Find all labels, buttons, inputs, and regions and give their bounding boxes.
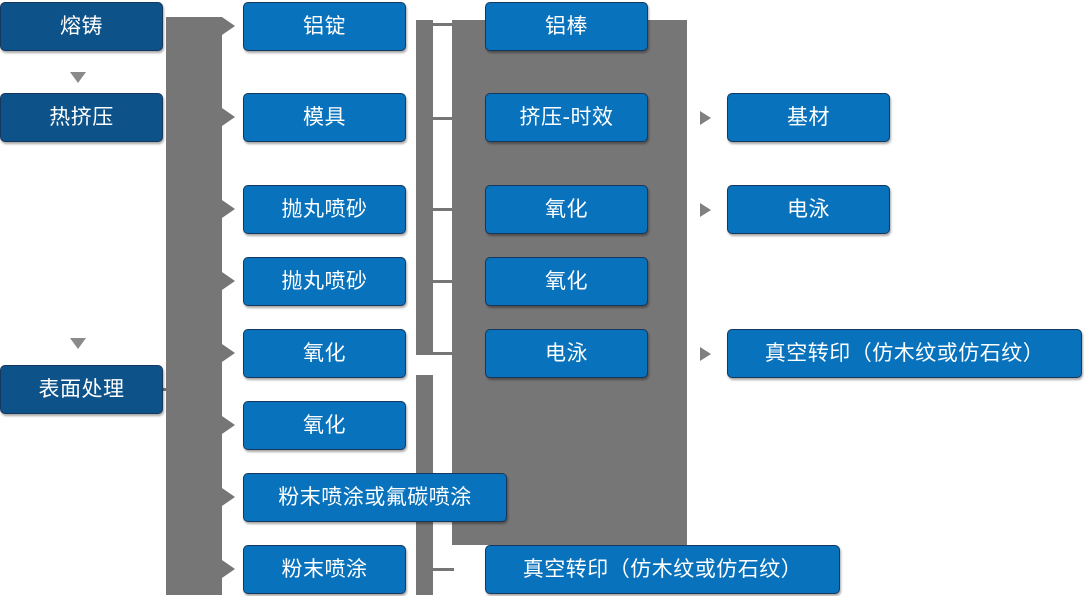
connector-surface-treatment-stub	[163, 388, 179, 391]
rung-aluminum-bar	[432, 23, 454, 26]
arrow-to-shot-blasting-2	[222, 272, 235, 290]
process-box-oxidation-2[interactable]: 氧化	[243, 401, 406, 450]
arrow-to-vacuum-transfer-output	[700, 347, 711, 361]
treatment-box-extrusion-aging[interactable]: 挤压-时效	[485, 93, 648, 142]
process-label-mold: 模具	[303, 105, 346, 129]
arrow-to-electrophoresis-output	[700, 203, 711, 217]
process-box-aluminum-ingot[interactable]: 铝锭	[243, 2, 406, 51]
output-box-base-material[interactable]: 基材	[727, 93, 890, 142]
output-box-vacuum-transfer[interactable]: 真空转印（仿木纹或仿石纹）	[727, 329, 1082, 378]
process-box-powder-or-fluorocarbon-coating[interactable]: 粉末喷涂或氟碳喷涂	[243, 473, 507, 522]
connector-bar-middle-upper	[416, 20, 433, 355]
process-box-shot-blasting-1[interactable]: 抛丸喷砂	[243, 185, 406, 234]
treatment-label-oxidation-2: 氧化	[545, 269, 588, 293]
arrow-to-oxidation-2	[222, 416, 235, 434]
process-box-mold[interactable]: 模具	[243, 93, 406, 142]
process-label-oxidation-1: 氧化	[303, 341, 346, 365]
rung-electrophoresis	[432, 352, 454, 355]
stage-label-melt-cast: 熔铸	[60, 14, 103, 38]
process-label-powder-or-fluorocarbon-coating: 粉末喷涂或氟碳喷涂	[278, 485, 472, 509]
arrow-to-powder-or-fluorocarbon-coating	[222, 488, 235, 506]
process-box-oxidation-1[interactable]: 氧化	[243, 329, 406, 378]
rung-vacuum-transfer	[432, 568, 454, 571]
arrow-to-base-material	[700, 111, 711, 125]
output-box-electrophoresis[interactable]: 电泳	[727, 185, 890, 234]
treatment-box-aluminum-bar[interactable]: 铝棒	[485, 2, 648, 51]
rung-oxidation-1	[432, 208, 454, 211]
treatment-label-oxidation-1: 氧化	[545, 197, 588, 221]
treatment-label-aluminum-bar: 铝棒	[545, 14, 588, 38]
arrow-down-to-hot-extrusion	[70, 72, 86, 83]
treatment-box-vacuum-transfer[interactable]: 真空转印（仿木纹或仿石纹）	[485, 545, 840, 594]
arrow-to-oxidation-1	[222, 344, 235, 362]
arrow-to-shot-blasting-1	[222, 200, 235, 218]
process-box-powder-coating[interactable]: 粉末喷涂	[243, 545, 406, 594]
process-label-shot-blasting-2: 抛丸喷砂	[281, 269, 368, 293]
output-label-base-material: 基材	[787, 105, 830, 129]
arrow-to-mold	[222, 108, 235, 126]
treatment-box-oxidation-2[interactable]: 氧化	[485, 257, 648, 306]
connector-band-left	[166, 17, 222, 595]
stage-label-hot-extrusion: 热挤压	[49, 105, 114, 129]
arrow-to-aluminum-ingot	[222, 17, 235, 35]
process-label-powder-coating: 粉末喷涂	[281, 557, 368, 581]
process-box-shot-blasting-2[interactable]: 抛丸喷砂	[243, 257, 406, 306]
treatment-label-vacuum-transfer: 真空转印（仿木纹或仿石纹）	[522, 557, 803, 581]
rung-extrusion-aging	[432, 117, 454, 120]
stage-box-melt-cast[interactable]: 熔铸	[0, 2, 163, 51]
process-label-aluminum-ingot: 铝锭	[303, 14, 346, 38]
rung-oxidation-2	[432, 280, 454, 283]
treatment-box-electrophoresis[interactable]: 电泳	[485, 329, 648, 378]
stage-box-surface-treatment[interactable]: 表面处理	[0, 365, 163, 414]
treatment-label-extrusion-aging: 挤压-时效	[519, 105, 614, 129]
output-label-electrophoresis: 电泳	[787, 197, 830, 221]
treatment-label-electrophoresis: 电泳	[545, 341, 588, 365]
stage-box-hot-extrusion[interactable]: 热挤压	[0, 93, 163, 142]
arrow-down-to-surface-treatment	[70, 338, 86, 349]
treatment-box-oxidation-1[interactable]: 氧化	[485, 185, 648, 234]
process-label-shot-blasting-1: 抛丸喷砂	[281, 197, 368, 221]
arrow-to-powder-coating	[222, 560, 235, 578]
process-label-oxidation-2: 氧化	[303, 413, 346, 437]
output-label-vacuum-transfer: 真空转印（仿木纹或仿石纹）	[764, 341, 1045, 365]
stage-label-surface-treatment: 表面处理	[38, 377, 125, 401]
